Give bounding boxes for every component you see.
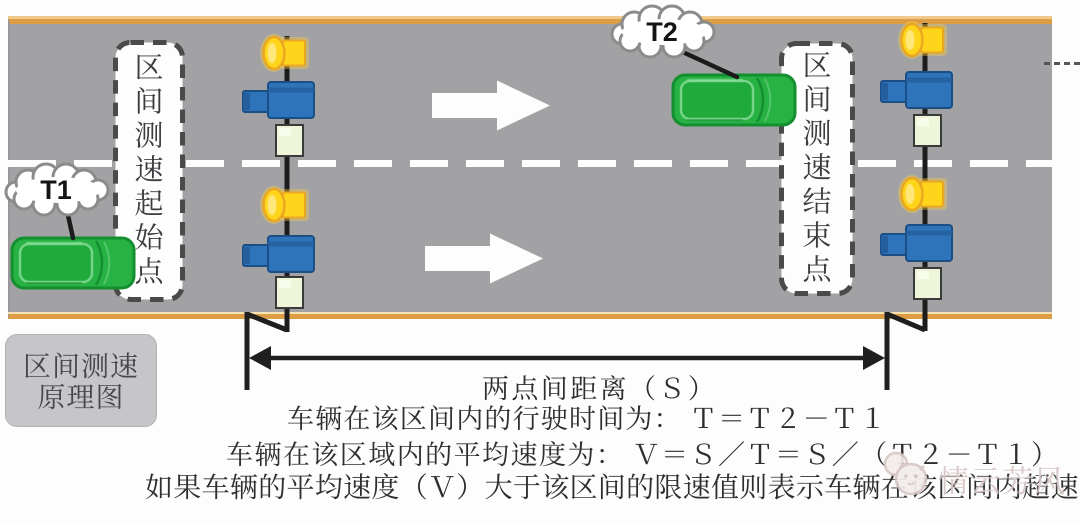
detector-box-icon — [275, 124, 304, 157]
detector-box-icon — [913, 114, 942, 147]
dimension-arrowhead-right — [863, 346, 885, 370]
speed-flash-lamp-icon — [260, 34, 309, 72]
road-edge-top — [8, 16, 1052, 19]
speed-flash-lamp-icon — [898, 21, 947, 59]
car-end-point — [671, 73, 797, 127]
camera-pole — [922, 23, 928, 331]
timestamp-cloud-t2: T2 — [610, 4, 740, 80]
speed-camera-icon — [242, 235, 315, 273]
camera-gantry-start — [242, 34, 315, 332]
speed-camera-icon — [880, 71, 953, 109]
lane-divider-dashed-line — [8, 160, 1052, 167]
traffic-direction-arrow-lower — [425, 233, 543, 284]
timestamp-cloud-t1: T1 — [4, 162, 110, 241]
diagram-title-box: 区间测速 原理图 — [5, 334, 157, 427]
dimension-arrowhead-left — [249, 346, 271, 370]
zone-box-outlines — [113, 40, 855, 302]
zone-end-label: 区间测速结束点 — [796, 49, 838, 288]
formula-average-speed: 车辆在该区域内的平均速度为： Ｖ＝Ｓ／Ｔ＝Ｓ／（Ｔ２－Ｔ１） — [226, 433, 1060, 472]
speed-flash-lamp-icon — [260, 186, 309, 224]
detector-box-icon — [275, 276, 304, 309]
zone-end-box: 区间测速结束点 — [779, 41, 855, 296]
speed-flash-lamp-icon — [898, 175, 947, 213]
speed-camera-icon — [880, 224, 953, 262]
zone-start-label: 区间测速起始点 — [128, 52, 170, 290]
watermark: 情云芳风 — [878, 448, 1078, 501]
cloud-label: T2 — [646, 17, 678, 47]
speed-camera-icon — [242, 81, 315, 119]
diagram-title-line1: 区间测速 — [22, 344, 139, 385]
camera-pole — [284, 36, 290, 332]
formula-travel-time: 车辆在该区间内的行驶时间为： Ｔ＝Ｔ２－Ｔ１ — [287, 397, 888, 436]
traffic-direction-arrow-upper — [432, 80, 550, 131]
diagram-title-line2: 原理图 — [37, 375, 125, 416]
distance-label: 两点间距离（Ｓ） — [482, 367, 718, 406]
road-edge-bottom — [8, 312, 1052, 314]
cloud-label: T1 — [40, 175, 72, 205]
detector-box-icon — [913, 267, 942, 300]
camera-gantry-end — [880, 21, 953, 331]
distance-dimension — [244, 311, 926, 390]
zone-start-box: 区间测速起始点 — [113, 40, 185, 302]
edge-dashed-line — [1044, 62, 1080, 65]
car-start-point — [10, 236, 136, 290]
watermark-text: 情云芳风 — [938, 456, 1066, 501]
watermark-cat-icon — [883, 451, 928, 496]
